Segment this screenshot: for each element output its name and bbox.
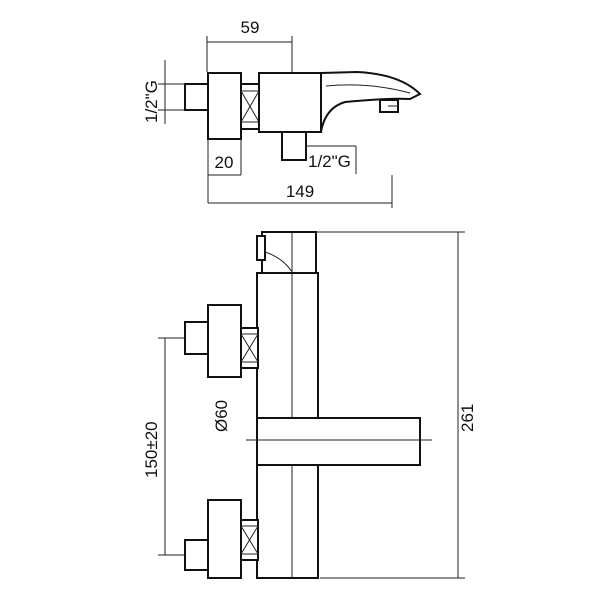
dim-150-label: 150±20 <box>142 421 161 478</box>
top-view: 59 1/2"G 1/2"G 20 <box>142 18 422 208</box>
dim-20-label: 20 <box>215 153 234 172</box>
front-view: 261 150±20 Ø60 <box>142 231 477 579</box>
dim-thread-bottom-label: 1/2"G <box>308 152 351 171</box>
dim-diameter-label: Ø60 <box>212 400 231 432</box>
dim-261-label: 261 <box>458 404 477 432</box>
dim-59-label: 59 <box>241 18 260 37</box>
dim-149-label: 149 <box>286 182 314 201</box>
dim-thread-left-label: 1/2"G <box>142 80 161 123</box>
